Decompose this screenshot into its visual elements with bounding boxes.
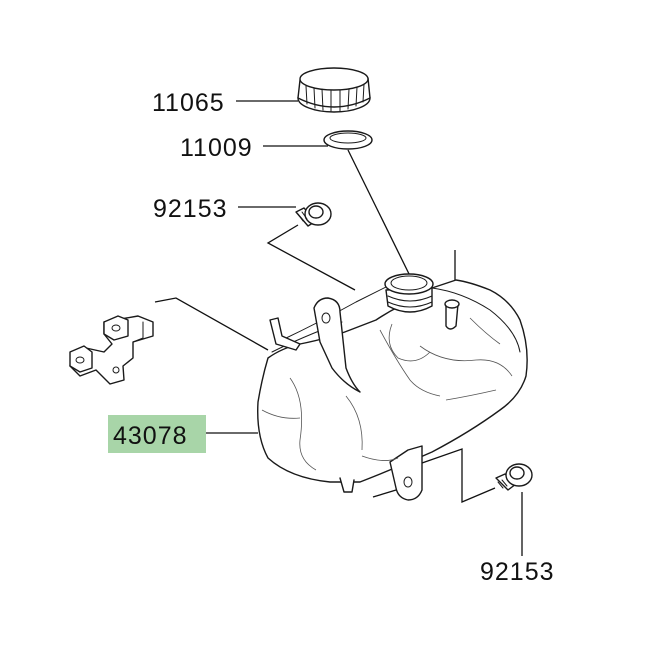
bolt-upper-icon[interactable]: [295, 202, 332, 227]
label-group-cap[interactable]: 11065: [152, 89, 298, 117]
axis-line-filler: [347, 149, 413, 281]
axis-line-bolt-upper: [266, 224, 356, 291]
bracket-icon[interactable]: [69, 315, 154, 385]
cap-icon[interactable]: [297, 67, 371, 113]
gasket-inner: [329, 132, 367, 144]
bracket-lower-tab: [69, 345, 93, 373]
bolt-upper-head: [308, 205, 324, 219]
gasket-icon[interactable]: [323, 130, 373, 150]
cap-top: [299, 67, 369, 91]
vent-post: [445, 303, 459, 330]
bracket-edge: [132, 321, 144, 343]
part-number-gasket[interactable]: 11009: [180, 134, 253, 162]
bracket-hole-lower: [75, 356, 85, 364]
label-group-bolt-lower[interactable]: 92153: [480, 492, 555, 586]
axis-line-bolt-lower-2: [421, 448, 496, 503]
part-number-highlight: [108, 415, 206, 453]
bracket-upper-tab: [103, 315, 129, 341]
tank-side-tab: [269, 317, 301, 351]
filler-neck-rim: [384, 273, 434, 295]
bolt-lower-head: [509, 466, 525, 480]
tank-lower-tab-hole: [403, 476, 413, 488]
tank-top-edge: [281, 281, 397, 341]
label-group-bolt-upper[interactable]: 92153: [153, 195, 296, 223]
filler-neck-thread: [387, 295, 433, 308]
tank-right-edge: [431, 287, 521, 353]
bolt-lower-icon[interactable]: [495, 463, 533, 491]
reservoir-tank-icon[interactable]: [257, 273, 528, 501]
tank-drain-nipple: [339, 477, 355, 493]
gasket-ring: [323, 130, 373, 150]
label-group-gasket[interactable]: 11009: [180, 134, 328, 162]
tank-lower-tab: [389, 445, 423, 501]
filler-neck-opening: [390, 275, 428, 291]
tank-left-flange: [313, 297, 361, 393]
bracket-hole-mid: [112, 366, 120, 374]
part-number-bolt-upper[interactable]: 92153: [153, 195, 228, 223]
tank-flange-hole: [321, 312, 331, 324]
part-number-bolt-lower[interactable]: 92153: [480, 558, 555, 586]
vent-post-top: [444, 299, 460, 309]
cap-knurling: [305, 83, 365, 112]
tank-contours: [261, 317, 513, 471]
part-number-cap[interactable]: 11065: [152, 89, 225, 117]
part-number-tank[interactable]: 43078: [113, 422, 188, 450]
label-group-tank[interactable]: 43078: [108, 415, 258, 453]
axis-line-bracket: [154, 297, 269, 351]
tank-body: [257, 279, 528, 483]
bracket-hole-upper: [111, 324, 121, 332]
